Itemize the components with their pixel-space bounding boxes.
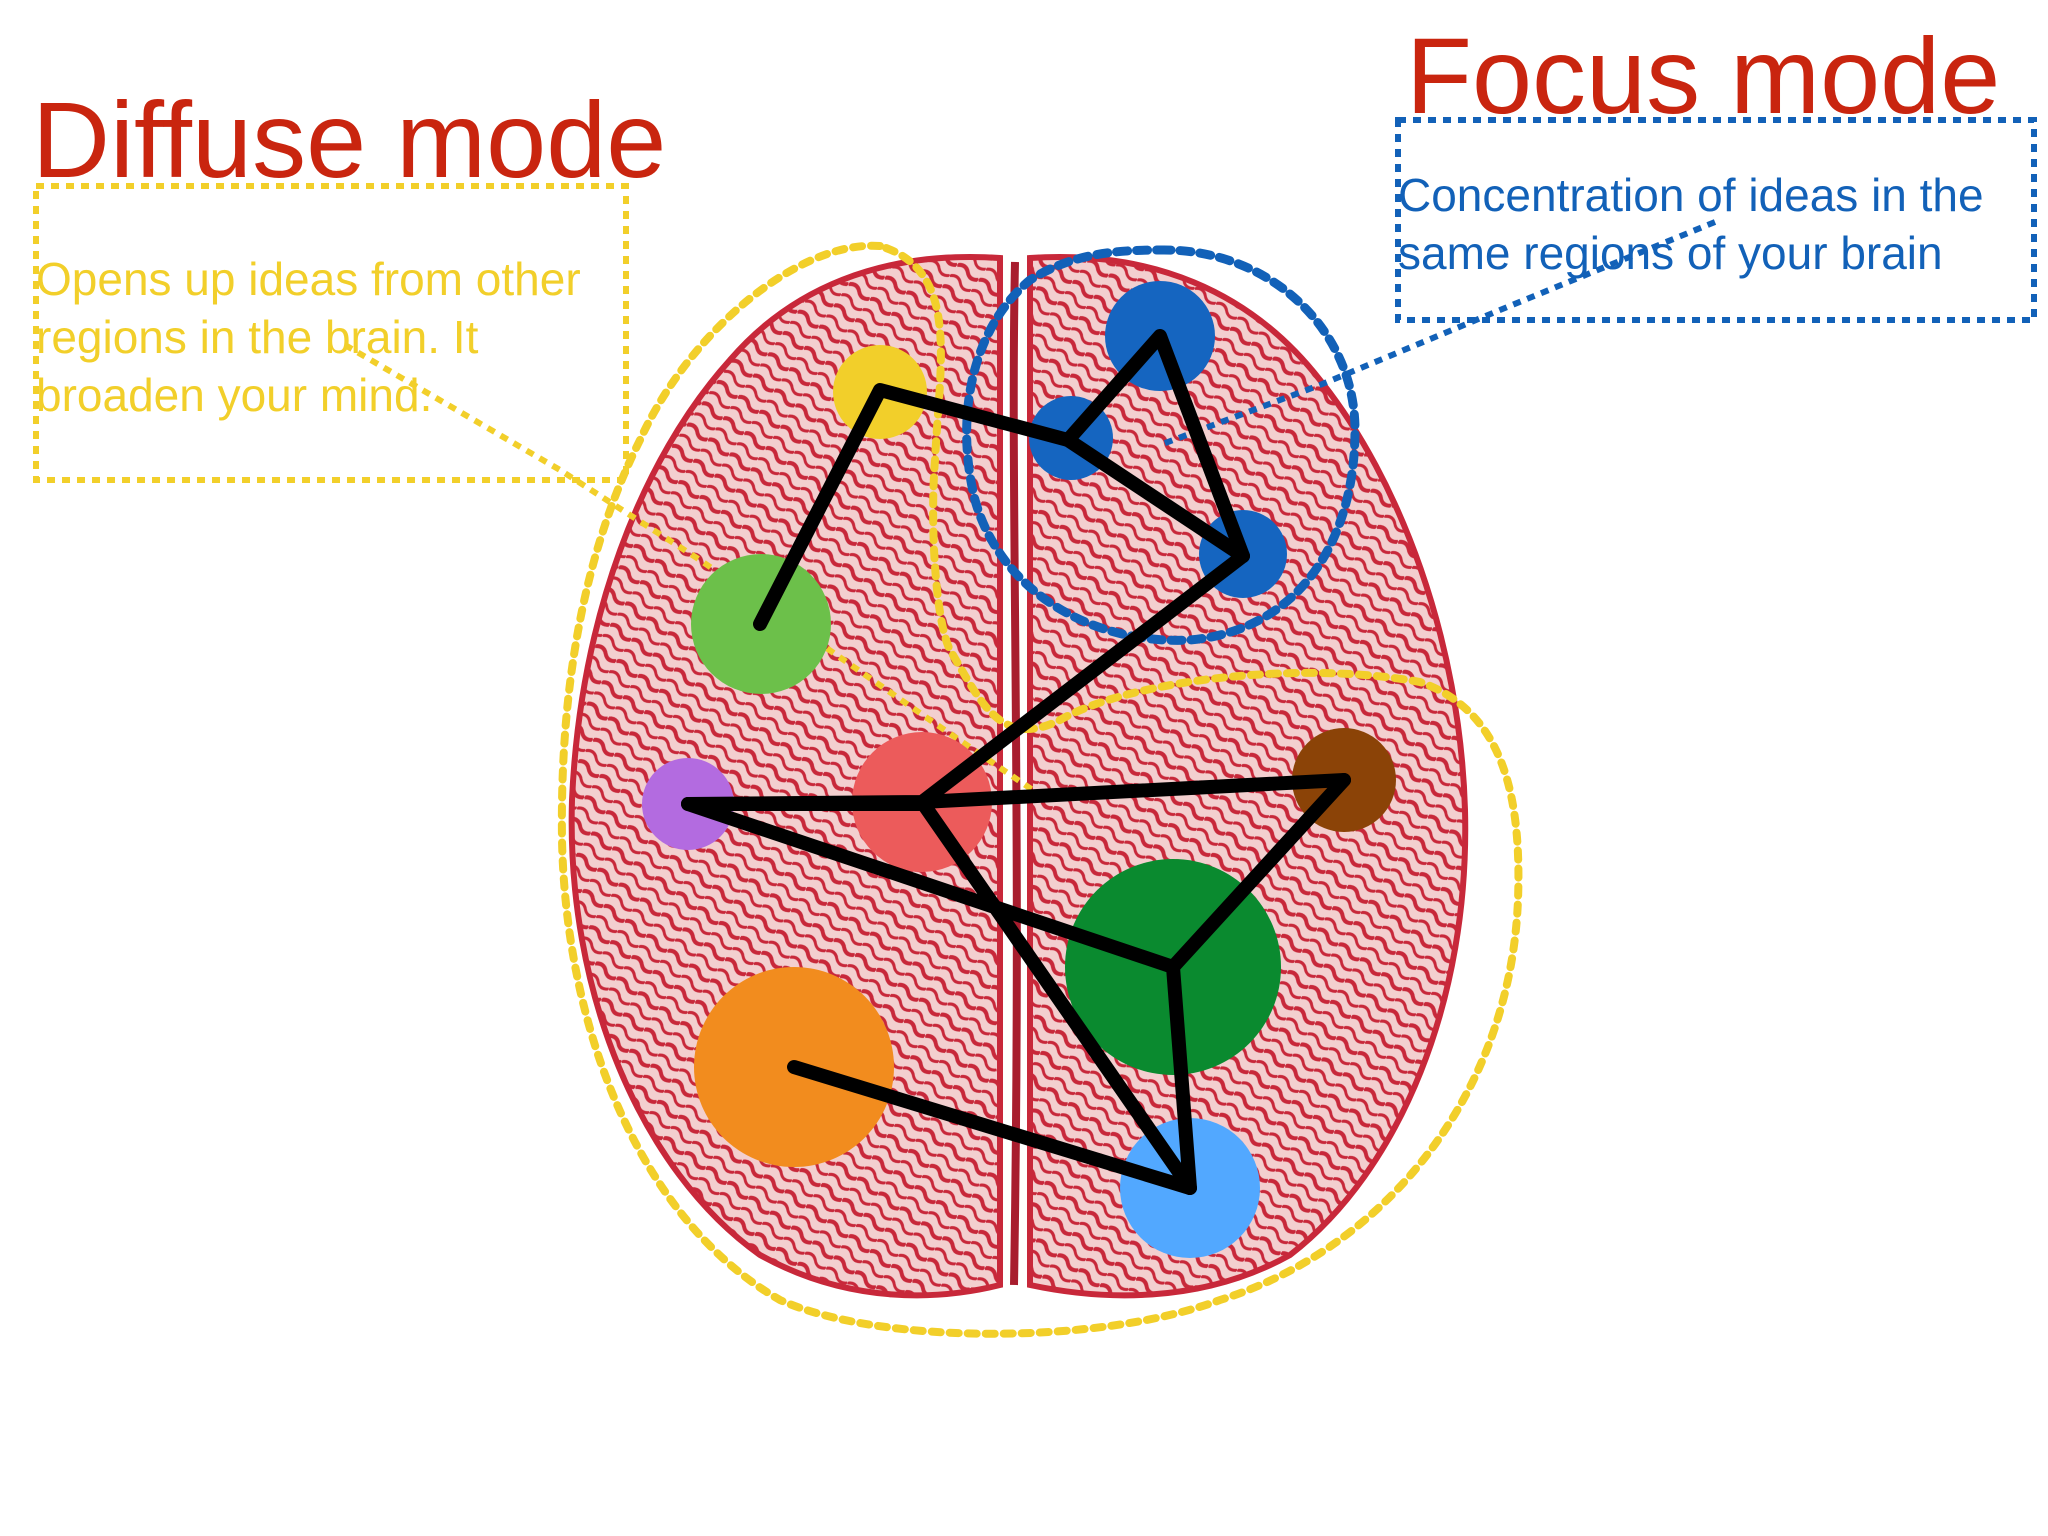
brain-fissure xyxy=(1009,261,1021,1286)
connection-mid-right xyxy=(1061,433,1250,563)
diffuse-region-outline xyxy=(557,241,1523,1338)
diffuse-callout-box xyxy=(33,183,629,483)
focus-mode-title: Focus mode xyxy=(1406,15,2001,136)
diffuse-mode-description: Opens up ideas from other regions in the… xyxy=(36,253,581,421)
focus-callout-pointer xyxy=(1158,219,1717,448)
diffuse-mode-title: Diffuse mode xyxy=(32,79,667,200)
connection-orange-lightblue xyxy=(787,1060,1197,1195)
focus-region-outline xyxy=(962,245,1360,645)
connections xyxy=(681,329,1351,1195)
brain-left-hemisphere xyxy=(568,254,1003,1299)
diffuse-callout-pointer xyxy=(343,342,1042,798)
focus-callout-box xyxy=(1395,117,2037,323)
focus-mode-description: Concentration of ideas in the same regio… xyxy=(1398,169,1984,279)
connection-red-brown xyxy=(915,773,1351,809)
